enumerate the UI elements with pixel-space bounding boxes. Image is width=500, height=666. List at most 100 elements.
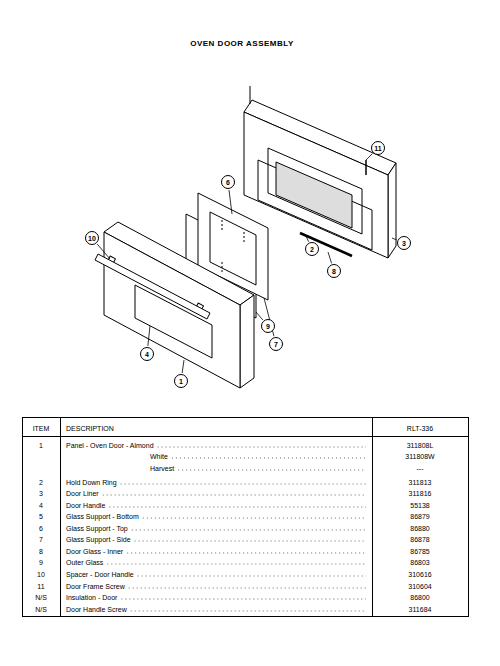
part-description: Door Frame Screw	[66, 583, 125, 590]
liner-side	[388, 163, 396, 258]
leader-line	[256, 312, 263, 320]
part-number: 311813	[409, 479, 432, 486]
item-number: 1	[39, 442, 43, 449]
frame-screw	[365, 160, 367, 175]
dot-leader	[131, 611, 366, 612]
item-number: 10	[37, 571, 45, 578]
screw-line	[222, 220, 223, 232]
part-description: Insulation - Door	[66, 594, 117, 601]
table-header: DESCRIPTION	[66, 425, 114, 432]
part-number: 86878	[410, 536, 429, 543]
callout-number: 11	[371, 141, 385, 155]
item-number: 5	[39, 513, 43, 520]
item-number: 7	[39, 536, 43, 543]
table-header: RLT-336	[407, 425, 433, 432]
callout-text: 10	[88, 235, 96, 242]
part-description: Harvest	[150, 465, 174, 472]
callout-number: 3	[397, 236, 411, 250]
dot-leader	[121, 599, 366, 600]
dot-leader	[132, 530, 366, 531]
leader-line	[229, 190, 232, 214]
part-number: 55138	[410, 502, 429, 509]
leader-line	[182, 360, 184, 373]
callout-number: 2	[305, 242, 319, 256]
part-description: Door Liner	[66, 490, 99, 497]
part-description: Door Handle Screw	[66, 606, 127, 613]
dot-leader	[138, 576, 366, 577]
item-number: 4	[39, 502, 43, 509]
part-number: 86800	[410, 594, 429, 601]
door-panel	[104, 232, 240, 388]
part-number: 311808W	[405, 453, 434, 460]
part-number: 86880	[410, 525, 429, 532]
part-description: Door Handle	[66, 502, 105, 509]
dot-leader	[172, 458, 366, 459]
part-number: ---	[417, 465, 424, 472]
callout-number: 4	[140, 347, 154, 361]
table-border	[23, 418, 469, 617]
diagram-title: OVEN DOOR ASSEMBLY	[190, 40, 294, 48]
leader-line	[97, 244, 110, 259]
dot-leader	[127, 553, 366, 554]
callout-number: 9	[261, 319, 275, 333]
item-number: 9	[39, 559, 43, 566]
hold-down-ring	[258, 160, 372, 250]
callout-number: 6	[221, 175, 235, 189]
callout-text: 1	[179, 378, 183, 385]
item-number: N/S	[35, 606, 47, 613]
dot-leader	[158, 447, 366, 448]
callout-text: 3	[402, 240, 406, 247]
dot-leader	[143, 518, 366, 519]
screw-line	[244, 232, 245, 244]
leader-line	[392, 238, 397, 240]
item-number: 6	[39, 525, 43, 532]
callout-text: 4	[145, 351, 149, 358]
item-number: 8	[39, 548, 43, 555]
part-description: Panel - Oven Door - Almond	[66, 442, 154, 449]
table-rule	[60, 417, 61, 616]
item-number: 2	[39, 479, 43, 486]
liner-window	[268, 148, 362, 234]
part-number: 311684	[409, 606, 432, 613]
door-handle	[95, 254, 210, 319]
inner-glass	[276, 162, 352, 228]
table-rule	[372, 417, 373, 616]
table-header: ITEM	[33, 425, 50, 432]
leader-line	[148, 326, 150, 346]
callout-text: 11	[374, 145, 381, 152]
part-description: Hold Down Ring	[66, 479, 117, 486]
part-number: 86785	[410, 548, 429, 555]
part-description: Door Glass - Inner	[66, 548, 123, 555]
dot-leader	[135, 541, 366, 542]
dot-leader	[121, 484, 366, 485]
callout-text: 7	[274, 341, 278, 348]
part-description: Outer Glass	[66, 559, 103, 566]
callout-number: 8	[327, 264, 341, 278]
callout-number: 1	[174, 374, 188, 388]
door-panel-side	[240, 295, 254, 388]
part-description: Glass Support - Top	[66, 525, 128, 532]
dot-leader	[129, 588, 366, 589]
part-number: 311808L	[407, 442, 434, 449]
callout-text: 6	[226, 179, 230, 186]
leader-line	[306, 236, 309, 242]
table-rule	[22, 436, 468, 437]
part-number: 310604	[408, 583, 431, 590]
dot-leader	[178, 470, 366, 471]
dot-leader	[103, 495, 366, 496]
leader-line	[250, 86, 251, 104]
dot-leader	[109, 507, 366, 508]
callout-text: 8	[332, 268, 336, 275]
screw-line	[222, 262, 223, 274]
part-number: 86803	[410, 559, 429, 566]
item-number: N/S	[35, 594, 47, 601]
part-description: Spacer - Door Handle	[66, 571, 134, 578]
callout-number: 7	[269, 337, 283, 351]
part-description: Glass Support - Bottom	[66, 513, 139, 520]
part-number: 311816	[409, 490, 432, 497]
dot-leader	[107, 564, 366, 565]
